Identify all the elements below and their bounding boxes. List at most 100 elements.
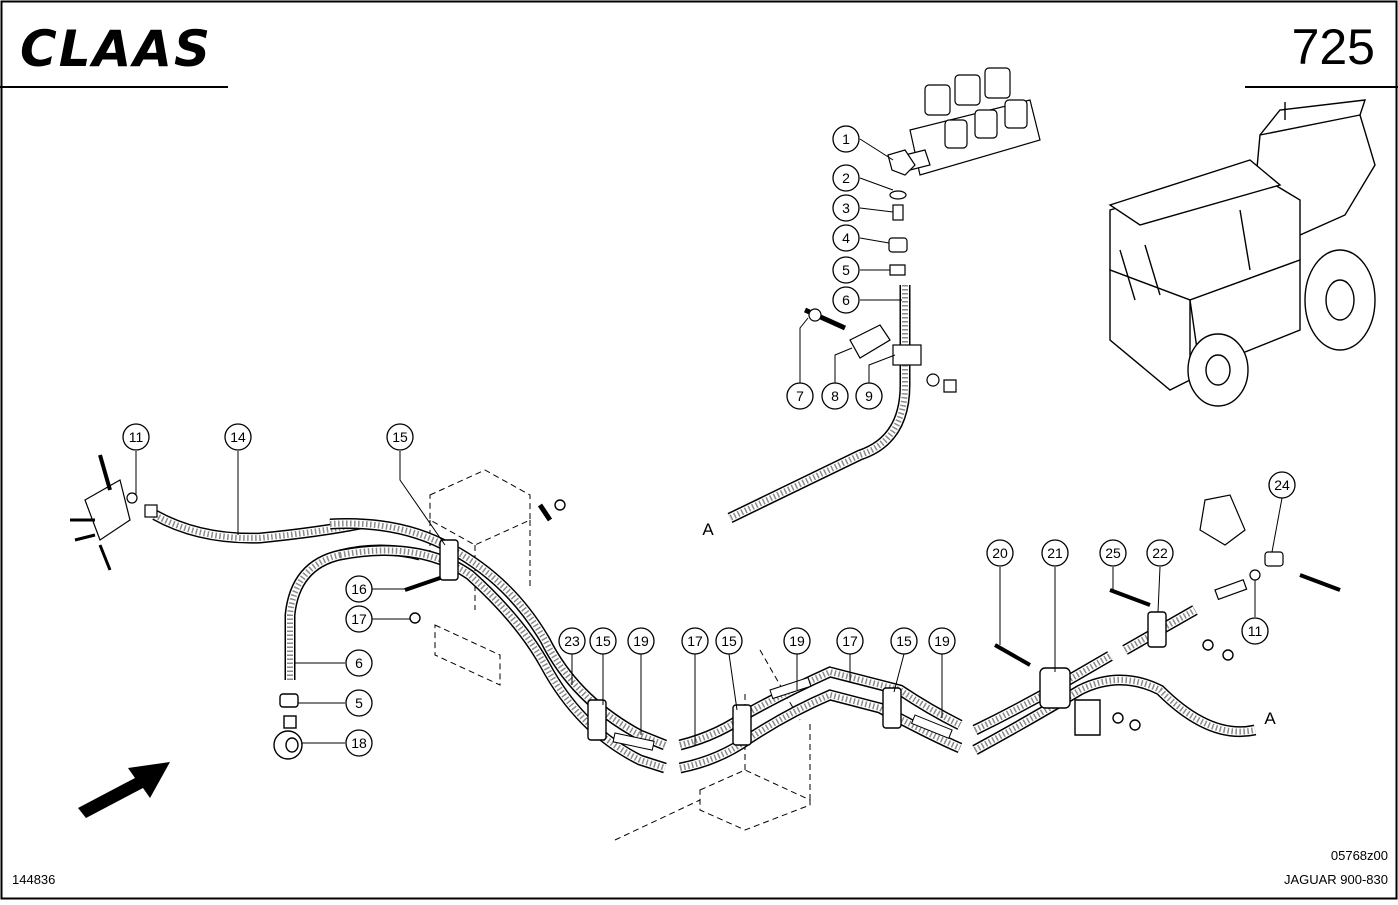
drawing-code: 05768z00 <box>1331 848 1388 863</box>
callout-1: 1 <box>832 125 860 153</box>
left-valve-fitting <box>70 454 158 571</box>
callout-number: 19 <box>934 633 950 649</box>
clamps <box>404 499 1234 746</box>
callout-number: 20 <box>992 545 1008 561</box>
callout-number: 9 <box>865 388 873 404</box>
callout-circle <box>345 689 373 717</box>
callout-19: 19 <box>627 627 655 655</box>
callout-circle <box>821 382 849 410</box>
callout-6: 6 <box>345 649 373 677</box>
model-name: JAGUAR 900-830 <box>1284 872 1388 887</box>
callout-circle <box>681 627 709 655</box>
callout-number: 1 <box>842 131 850 147</box>
callout-number: 2 <box>842 170 850 186</box>
callout-5: 5 <box>345 689 373 717</box>
callout-circle <box>786 382 814 410</box>
callout-circle <box>589 627 617 655</box>
callout-number: 19 <box>789 633 805 649</box>
callout-7: 7 <box>786 382 814 410</box>
callout-number: 23 <box>564 633 580 649</box>
callout-number: 22 <box>1152 545 1168 561</box>
callout-circle <box>558 627 586 655</box>
callout-circle <box>1099 539 1127 567</box>
callout-number: 6 <box>355 655 363 671</box>
direction-arrow-icon <box>78 762 170 818</box>
callout-9: 9 <box>855 382 883 410</box>
brand-logo: CLAAS <box>20 20 210 78</box>
callout-number: 6 <box>842 292 850 308</box>
callout-number: 15 <box>595 633 611 649</box>
forage-harvester-illustration <box>1108 99 1376 407</box>
callout-16: 16 <box>345 575 373 603</box>
callout-3: 3 <box>832 194 860 222</box>
callout-number: 16 <box>351 581 367 597</box>
callout-number: 24 <box>1274 477 1290 493</box>
callout-2: 2 <box>832 164 860 192</box>
callout-circle <box>1041 539 1069 567</box>
right-valve-fitting <box>1199 494 1341 601</box>
callout-number: 7 <box>796 388 804 404</box>
callout-number: 8 <box>831 388 839 404</box>
callout-11: 11 <box>1241 617 1269 645</box>
callout-number: 21 <box>1047 545 1063 561</box>
callout-number: 14 <box>230 429 246 445</box>
callout-24: 24 <box>1268 471 1296 499</box>
callout-circle <box>832 164 860 192</box>
callout-15: 15 <box>589 627 617 655</box>
callout-circle <box>1268 471 1296 499</box>
callout-circle <box>832 286 860 314</box>
callout-circle <box>832 256 860 284</box>
callout-circle <box>715 627 743 655</box>
callout-15: 15 <box>890 627 918 655</box>
callout-circle <box>832 125 860 153</box>
callout-4: 4 <box>832 224 860 252</box>
callout-number: 15 <box>392 429 408 445</box>
callout-circle <box>890 627 918 655</box>
callout-number: 5 <box>355 695 363 711</box>
callout-circle <box>122 423 150 451</box>
callout-number: 17 <box>351 611 367 627</box>
footer-left-code: 144836 <box>12 872 55 887</box>
callout-circle <box>224 423 252 451</box>
callout-circle <box>855 382 883 410</box>
callout-11: 11 <box>122 423 150 451</box>
callout-22: 22 <box>1146 539 1174 567</box>
callout-circle <box>345 729 373 757</box>
callout-25: 25 <box>1099 539 1127 567</box>
callout-number: 25 <box>1105 545 1121 561</box>
valve-block-illustration <box>904 67 1041 176</box>
callout-19: 19 <box>928 627 956 655</box>
connection-label-end: A <box>1264 709 1276 728</box>
upper-fittings <box>803 149 957 393</box>
callout-number: 11 <box>129 429 144 445</box>
callout-20: 20 <box>986 539 1014 567</box>
callout-circle <box>836 627 864 655</box>
callout-23: 23 <box>558 627 586 655</box>
callout-14: 14 <box>224 423 252 451</box>
callout-circle <box>386 423 414 451</box>
callout-number: 11 <box>1248 623 1263 639</box>
callout-circle <box>783 627 811 655</box>
connection-label-start: A <box>702 520 714 539</box>
callout-17: 17 <box>345 605 373 633</box>
spiral-guards <box>612 677 953 751</box>
callout-circle <box>832 194 860 222</box>
callout-19: 19 <box>783 627 811 655</box>
callout-number: 15 <box>896 633 912 649</box>
callout-circle <box>1241 617 1269 645</box>
callout-circle <box>345 575 373 603</box>
callout-15: 15 <box>386 423 414 451</box>
banjo-fitting-18 <box>273 693 303 760</box>
callout-number: 18 <box>351 735 367 751</box>
callout-number: 4 <box>842 230 850 246</box>
callout-number: 19 <box>633 633 649 649</box>
callout-circle <box>928 627 956 655</box>
hose-main-upper <box>727 285 911 523</box>
page-number: 725 <box>1292 19 1375 75</box>
callout-6: 6 <box>832 286 860 314</box>
callout-number: 17 <box>687 633 703 649</box>
callout-17: 17 <box>836 627 864 655</box>
